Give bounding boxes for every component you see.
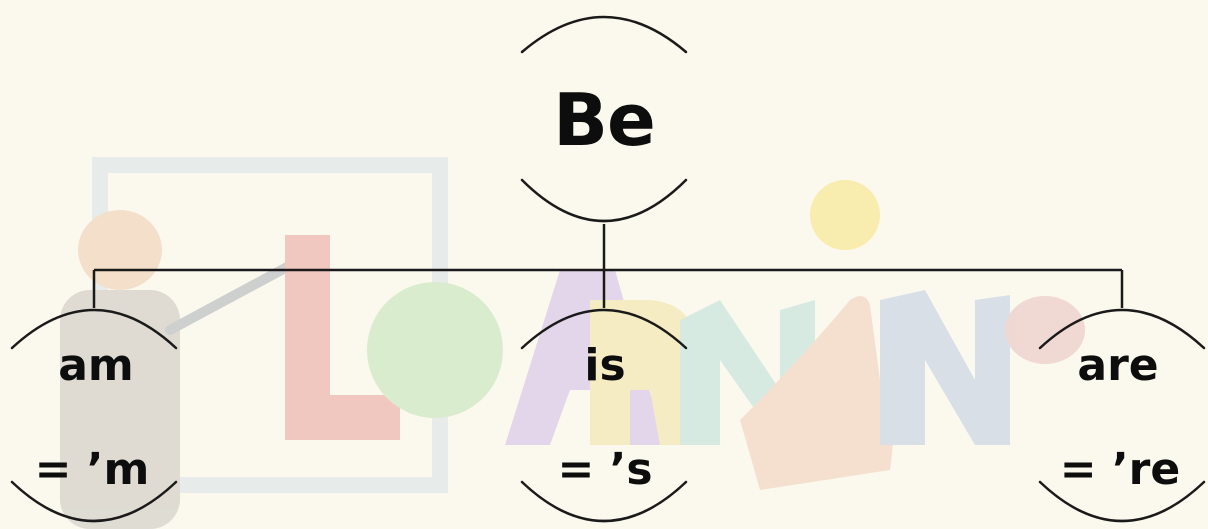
watermark-letter-e — [367, 282, 503, 418]
child-node-is-label: is — [584, 340, 626, 391]
watermark-letter-l — [285, 235, 400, 440]
watermark-figure-body — [60, 290, 180, 529]
child-node-are-contraction: = ’re — [1059, 444, 1181, 495]
watermark-letter-n2 — [880, 290, 1010, 445]
watermark-hand — [740, 296, 894, 490]
root-top-arc — [520, 15, 688, 54]
are-top-arc — [1038, 308, 1206, 350]
watermark-figure-head — [78, 210, 162, 290]
child-node-am-contraction: = ’m — [34, 444, 150, 495]
am-top-arc — [10, 308, 178, 350]
is-bottom-arc — [520, 480, 688, 523]
tree-connectors — [92, 224, 1124, 308]
watermark-letter-g — [1005, 296, 1085, 364]
am-bottom-arc — [10, 480, 178, 523]
child-node-am-label: am — [58, 340, 134, 391]
watermark-smiley — [810, 180, 880, 250]
node-arcs — [10, 15, 1206, 523]
child-node-is-contraction: = ’s — [557, 444, 653, 495]
are-bottom-arc — [1038, 480, 1206, 523]
is-top-arc — [520, 308, 688, 350]
child-node-are-label: are — [1077, 340, 1159, 391]
watermark-pointer — [165, 255, 305, 335]
root-bottom-arc — [520, 178, 688, 223]
root-node-label: Be — [553, 78, 656, 162]
